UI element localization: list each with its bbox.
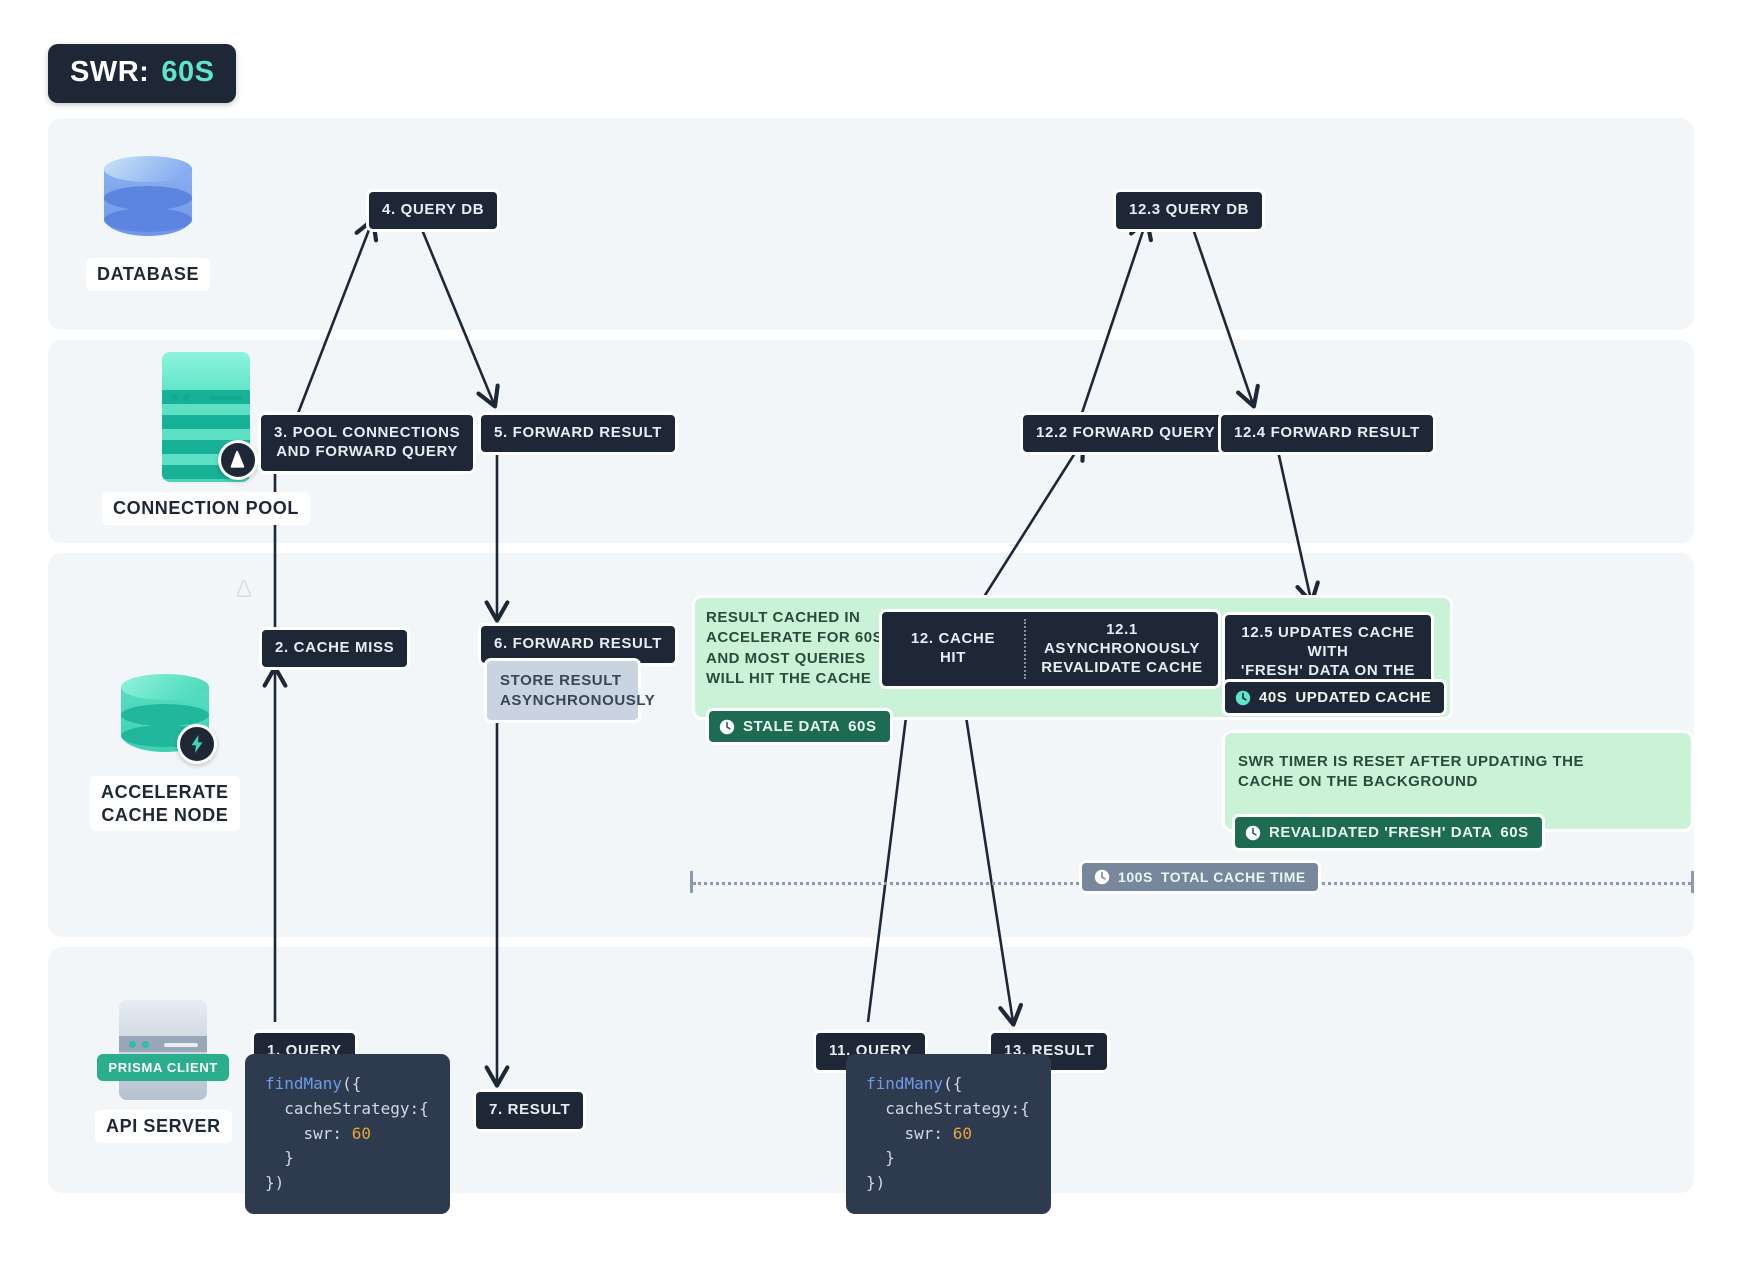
- code-fn-name: findMany: [265, 1074, 343, 1093]
- code-line2: cacheStrategy:{: [866, 1098, 1030, 1118]
- time-badge-revalidated-time: 60S: [1500, 824, 1529, 841]
- note-result-cached-in-accelerate: RESULT CACHED IN ACCELERATE FOR 60S AND …: [706, 609, 884, 687]
- code-line5: }): [265, 1173, 285, 1193]
- lightning-bolt-icon: [176, 724, 217, 764]
- total-cache-time-text: TOTAL CACHE TIME: [1160, 869, 1306, 885]
- code-line1-rest: ({: [943, 1074, 963, 1093]
- title-badge: SWR: 60S: [48, 44, 237, 103]
- node-label-database: DATABASE: [86, 258, 211, 291]
- code-line1-rest: ({: [342, 1074, 362, 1093]
- node-database: DATABASE: [86, 152, 211, 291]
- step-pill-3[interactable]: 3. POOL CONNECTIONS AND FORWARD QUERY: [258, 412, 477, 474]
- time-badge-stale-time: 60S: [848, 718, 877, 735]
- database-cylinder-icon: [98, 152, 198, 248]
- clock-icon: [1235, 690, 1251, 705]
- step-pill-12-4[interactable]: 12.4 FORWARD RESULT: [1218, 412, 1436, 455]
- time-badge-total-cache-time: 100S TOTAL CACHE TIME: [1079, 860, 1321, 894]
- title-prefix: SWR:: [70, 56, 150, 88]
- code-block-first: findMany({ cacheStrategy:{ swr: 60 } }): [245, 1054, 450, 1214]
- step-pill-5[interactable]: 5. FORWARD RESULT: [478, 412, 679, 455]
- note-swr-timer-reset: SWR TIMER IS RESET AFTER UPDATING THE CA…: [1238, 753, 1585, 791]
- time-badge-stale-text: STALE DATA: [743, 718, 841, 735]
- step-pill-7[interactable]: 7. RESULT: [473, 1089, 587, 1132]
- total-cache-time-value: 100S: [1118, 869, 1153, 885]
- step-pill-12-3[interactable]: 12.3 QUERY DB: [1113, 189, 1266, 232]
- prisma-client-chip: PRISMA CLIENT: [97, 1054, 230, 1081]
- code-line3-key: swr:: [866, 1123, 953, 1143]
- node-label-connection-pool: CONNECTION POOL: [102, 492, 311, 525]
- total-cache-time-measure: 100S TOTAL CACHE TIME: [690, 860, 1694, 902]
- code-line2: cacheStrategy:{: [265, 1098, 429, 1118]
- time-badge-updated-cache: 40S UPDATED CACHE: [1222, 679, 1448, 716]
- server-icon: [119, 1000, 208, 1100]
- node-label-api-server: API SERVER: [95, 1110, 232, 1143]
- step-pill-12-2[interactable]: 12.2 FORWARD QUERY: [1020, 412, 1232, 455]
- lane-database: [48, 118, 1694, 330]
- time-badge-revalidated: REVALIDATED 'FRESH' DATA 60S: [1232, 814, 1545, 851]
- clock-icon: [719, 719, 735, 734]
- code-line4: }: [866, 1148, 895, 1168]
- time-badge-revalidated-text: REVALIDATED 'FRESH' DATA: [1269, 824, 1493, 841]
- code-line5: }): [866, 1173, 886, 1193]
- code-line3-value: 60: [952, 1123, 972, 1143]
- pill-divider: [1024, 619, 1026, 680]
- code-fn-name: findMany: [866, 1074, 944, 1093]
- step-pill-4[interactable]: 4. QUERY DB: [366, 189, 501, 232]
- time-badge-updated-time: 40S: [1259, 689, 1288, 706]
- step-pill-12-group[interactable]: 12. CACHE HIT 12.1 ASYNCHRONOUSLY REVALI…: [879, 609, 1221, 690]
- code-line3-value: 60: [351, 1123, 371, 1143]
- step-pill-12[interactable]: 12. CACHE HIT: [910, 630, 996, 667]
- title-value: 60S: [161, 56, 215, 88]
- server-rack-icon: [162, 352, 250, 482]
- time-badge-updated-text: UPDATED CACHE: [1295, 689, 1432, 706]
- code-block-second: findMany({ cacheStrategy:{ swr: 60 } }): [846, 1054, 1051, 1214]
- node-connection-pool: CONNECTION POOL: [102, 352, 311, 525]
- clock-icon: [1094, 869, 1110, 885]
- note-store-result-async: STORE RESULT ASYNCHRONOUSLY: [484, 658, 655, 723]
- node-accelerate-cache-node: ACCELERATE CACHE NODE: [90, 670, 240, 831]
- prisma-logo-icon: [218, 440, 258, 480]
- code-line4: }: [265, 1148, 294, 1168]
- code-line3-key: swr:: [265, 1123, 352, 1143]
- time-badge-stale-data: STALE DATA 60S: [706, 708, 893, 745]
- node-api-server: PRISMA CLIENT API SERVER: [95, 1000, 232, 1143]
- step-pill-12-1[interactable]: 12.1 ASYNCHRONOUSLY REVALIDATE CACHE: [1041, 621, 1203, 676]
- clock-icon: [1245, 825, 1261, 840]
- prisma-watermark-icon: [236, 578, 253, 605]
- step-pill-2[interactable]: 2. CACHE MISS: [259, 627, 411, 670]
- node-label-accelerate-cache-node: ACCELERATE CACHE NODE: [90, 776, 240, 831]
